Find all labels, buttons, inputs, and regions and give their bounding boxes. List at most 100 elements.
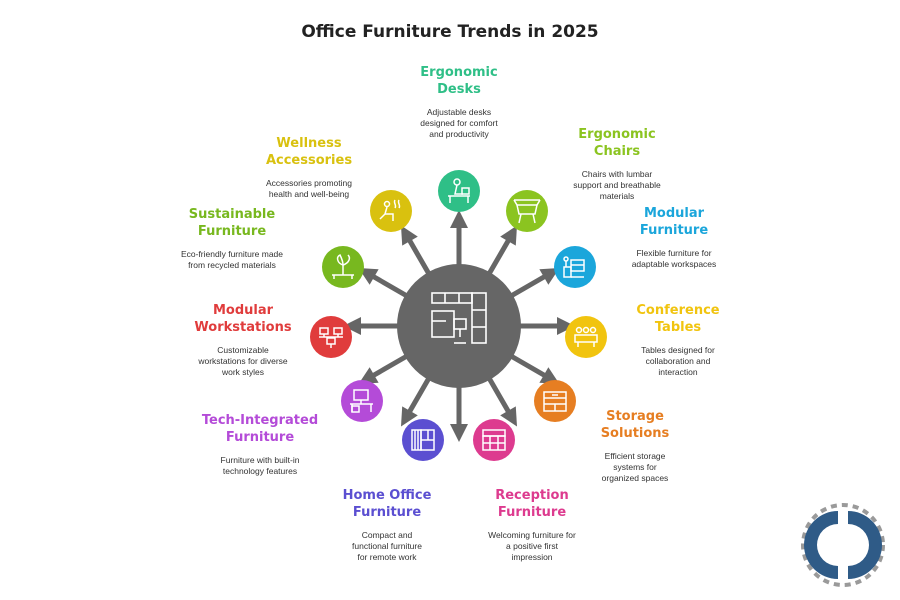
item-description-line: a positive first [506, 541, 558, 551]
item-title-line: Tech-Integrated [201, 413, 319, 428]
item-description-line: Compact and [361, 530, 413, 540]
computer-desk-icon [350, 389, 373, 413]
bookshelf-icon [411, 429, 435, 451]
item-description-line: Welcoming furniture for [488, 530, 576, 540]
conference-tables-circle [565, 316, 607, 358]
item-description-line: health and well-being [268, 189, 350, 199]
radial-arrow [509, 353, 560, 384]
item-description-line: impression [511, 552, 553, 562]
item-title-line: Conference [636, 303, 720, 318]
item-description-line: work styles [221, 367, 265, 377]
radial-arrow [519, 317, 575, 335]
page-title: Office Furniture Trends in 2025 [301, 22, 599, 42]
item-description-line: Customizable [217, 345, 269, 355]
radial-arrow [401, 376, 432, 427]
radial-arrow [358, 353, 409, 384]
reception-furniture-circle [473, 419, 515, 461]
logo-watermark-icon [801, 503, 885, 587]
item-description-line: and productivity [429, 129, 489, 139]
radial-arrow [486, 225, 517, 276]
item-description-line: technology features [222, 466, 298, 476]
radial-arrow [509, 268, 560, 299]
desk-person-icon [448, 178, 470, 203]
item-description-line: workstations for diverse [198, 356, 288, 366]
center-hub [397, 264, 521, 388]
wellness-accessories-circle [370, 190, 412, 232]
item-description-line: interaction [658, 367, 698, 377]
workstations-icon [319, 327, 343, 348]
item-description-line: from recycled materials [188, 260, 276, 270]
item-description-line: Accessories promoting [266, 178, 352, 188]
item-description-line: adaptable workspaces [631, 259, 717, 269]
reception-desk-icon [482, 429, 506, 451]
radial-arrow [450, 386, 468, 442]
item-description-line: systems for [613, 462, 657, 472]
item-description-line: functional furniture [352, 541, 422, 551]
item-description-line: collaboration and [645, 356, 711, 366]
item-description-line: materials [599, 191, 635, 201]
item-description-line: Flexible furniture for [636, 248, 712, 258]
cabinet-icon [543, 391, 567, 412]
chair-icon [513, 199, 541, 224]
item-title-line: Furniture [639, 223, 709, 238]
item-title-line: Furniture [497, 505, 567, 520]
item-title-line: Wellness [276, 136, 342, 151]
item-description-line: for remote work [357, 552, 417, 562]
item-description-line: Furniture with built-in [220, 455, 300, 465]
item-title-line: Tables [654, 320, 702, 335]
tech-integrated-furniture-circle [341, 380, 383, 422]
item-title-line: Chairs [593, 144, 641, 159]
item-description-line: Chairs with lumbar [581, 169, 653, 179]
modular-furniture-icon [563, 256, 585, 278]
conference-table-icon [574, 326, 598, 347]
ergonomic-desks-circle [438, 170, 480, 212]
item-description-line: Efficient storage [604, 451, 666, 461]
item-title-line: Furniture [352, 505, 422, 520]
item-title-line: Ergonomic [578, 127, 656, 142]
eco-furniture-icon [332, 253, 354, 279]
item-description-line: support and breathable [573, 180, 661, 190]
item-description-line: Eco-friendly furniture made [180, 249, 284, 259]
item-title-line: Furniture [225, 430, 295, 445]
item-title-line: Accessories [265, 153, 353, 168]
item-title-line: Desks [437, 82, 481, 97]
radial-arrow [401, 225, 432, 276]
radial-arrow [486, 376, 517, 427]
item-title-line: Modular [643, 206, 705, 221]
item-title-line: Storage [606, 409, 664, 424]
item-title-line: Modular [212, 303, 274, 318]
item-title-line: Solutions [600, 426, 670, 441]
radial-arrow [358, 268, 409, 299]
radial-arrow [343, 317, 399, 335]
radial-arrow [450, 210, 468, 266]
